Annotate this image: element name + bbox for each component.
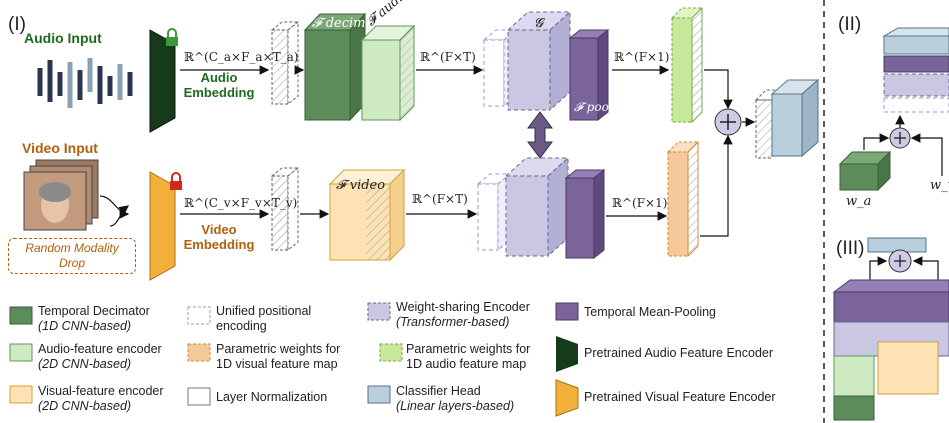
audio-embedding-line1: Audio — [200, 70, 238, 85]
temporal-pooling-video — [564, 168, 606, 260]
video-pool-label: ℝ^(F×1) — [612, 196, 668, 210]
legend-layernorm: Layer Normalization — [216, 390, 328, 404]
legend-swatch-audio-weights — [379, 343, 403, 362]
drop-arrows — [99, 195, 130, 227]
panel-ii-audio-block — [838, 150, 892, 192]
temporal-pooling-audio — [568, 28, 610, 122]
legend-swatch-pooling — [555, 302, 579, 321]
panel-label-i: (I) — [8, 14, 26, 35]
legend-swatch-classifier — [367, 385, 391, 404]
video-frames-image — [23, 159, 99, 231]
lock-icon-video — [170, 172, 182, 190]
param-weights-video — [666, 140, 700, 258]
legend-visual-encoder: Visual-feature encoder(2D CNN-based) — [38, 384, 164, 413]
audio-embedding-line2: Embedding — [183, 85, 255, 100]
legend-swatch-decimator — [9, 306, 33, 325]
video-dim-label: ℝ^(C_v×F_v×T_v) — [184, 196, 298, 210]
video-feat-label: ℝ^(F×T) — [412, 192, 468, 206]
video-embedding-line1: Video — [201, 222, 237, 237]
legend-pretrained-audio: Pretrained Audio Feature Encoder — [584, 346, 774, 360]
audio-input-label: Audio Input — [24, 30, 102, 46]
f-pool-label: 𝓕 pool — [574, 100, 613, 114]
legend-swatch-visual-weights — [187, 343, 211, 362]
random-modality-drop-box: Random Modality Drop — [8, 238, 136, 274]
legend-decimator: Temporal Decimator(1D CNN-based) — [38, 304, 150, 333]
panel-label-iii: (III) — [836, 238, 865, 259]
lock-icon-audio — [166, 28, 178, 46]
legend-transformer: Weight-sharing Encoder(Transformer-based… — [396, 300, 530, 329]
audio-dim-label: ℝ^(C_a×F_a×T_a) — [184, 50, 299, 64]
weight-sharing-arrow — [527, 111, 553, 159]
video-embedding-line2: Embedding — [183, 237, 255, 252]
legend-audio-encoder: Audio-feature encoder(2D CNN-based) — [38, 342, 162, 371]
g-label: 𝓖 — [534, 16, 544, 31]
positional-encoding-video — [476, 172, 512, 252]
panel-label-ii: (II) — [838, 14, 862, 35]
f-decim-label: 𝓕 decim — [312, 16, 366, 31]
audio-waveform-icon — [37, 58, 133, 108]
audio-embedding-label: Audio Embedding — [178, 70, 260, 100]
drop-line2: Drop — [58, 256, 85, 270]
visual-feature-encoder — [328, 168, 406, 262]
wa-label: w_a — [846, 194, 872, 209]
legend-swatch-visual-encoder — [9, 385, 33, 404]
legend-classifier: Classifier Head(Linear layers-based) — [396, 384, 515, 413]
audio-pool-label: ℝ^(F×1) — [614, 50, 670, 64]
panel-iii-stack — [832, 279, 949, 421]
param-weights-audio — [670, 6, 704, 124]
legend-pretrained-visual: Pretrained Visual Feature Encoder — [584, 390, 776, 404]
legend-swatches — [9, 302, 579, 417]
drop-line1: Random Modality — [25, 241, 119, 255]
legend-swatch-pretrained-visual — [555, 379, 579, 417]
weight-sharing-encoder-audio — [506, 10, 572, 112]
legend-swatch-pretrained-audio — [556, 336, 578, 372]
classifier-head — [754, 78, 820, 159]
f-video-label: 𝓕 video — [336, 178, 386, 193]
legend-swatch-layernorm — [187, 387, 211, 406]
weight-sharing-encoder-video — [504, 156, 570, 258]
audio-feature-encoder — [360, 24, 416, 122]
legend-swatch-positional — [187, 306, 211, 325]
panel-ii-stack — [882, 27, 949, 113]
legend-pooling: Temporal Mean-Pooling — [584, 305, 717, 319]
layer-norm-audio — [270, 20, 300, 106]
wv-label: w_v — [930, 178, 949, 193]
layer-norm-video — [270, 166, 300, 252]
audio-feat-label: ℝ^(F×T) — [420, 50, 476, 64]
legend-swatch-audio-encoder — [9, 343, 33, 362]
video-embedding-label: Video Embedding — [178, 222, 260, 252]
video-input-label: Video Input — [22, 140, 98, 156]
legend-swatch-transformer — [367, 302, 391, 321]
pretrained-visual-encoder — [149, 171, 176, 281]
